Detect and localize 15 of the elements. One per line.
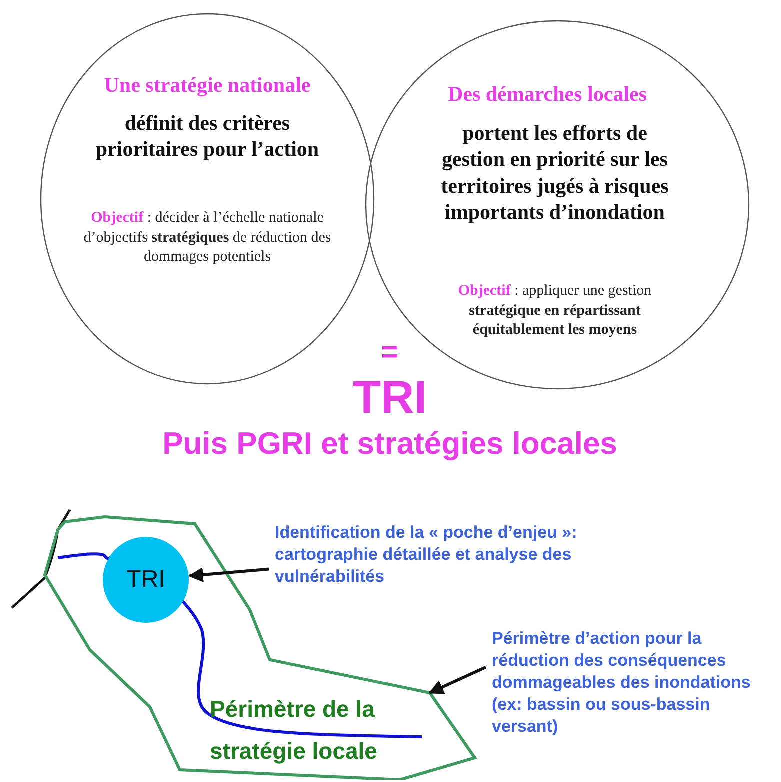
tri-circle: TRI xyxy=(103,537,189,623)
callout-text: Périmètre d’action pour la réduction des conséquences dommageables des inondations (ex: bassin ou sous-bassin versant) xyxy=(492,628,781,738)
circle-heading: Une stratégie nationale xyxy=(103,73,312,98)
objective-text: Objectif : appliquer une gestion stratégique en répartissant équitablement les moyens xyxy=(457,282,653,340)
callout-text: Identification de la « poche d’enjeu »: cartographie détaillée et analyse des vulnérabilités xyxy=(275,522,590,588)
perimeter-label: Périmètre de la stratégie locale xyxy=(210,695,378,766)
arrow xyxy=(428,666,487,694)
subtitle: Puis PGRI et stratégies locales xyxy=(162,427,618,462)
circle-statement: portent les efforts de gestion en priorité sur les territoires jugés à risques importants d’inondation xyxy=(440,120,670,225)
acronym-heading: TRI xyxy=(352,372,428,423)
arrow xyxy=(188,568,270,582)
equals-sign: = xyxy=(380,336,400,369)
circle-heading: Des démarches locales xyxy=(446,82,648,107)
objective-text: Objectif : décider à l’échelle nationale d’objectifs stratégiques de réduction des dommages potentiels xyxy=(82,209,332,267)
circle-statement: définit des critères prioritaires pour l’action xyxy=(94,110,320,162)
